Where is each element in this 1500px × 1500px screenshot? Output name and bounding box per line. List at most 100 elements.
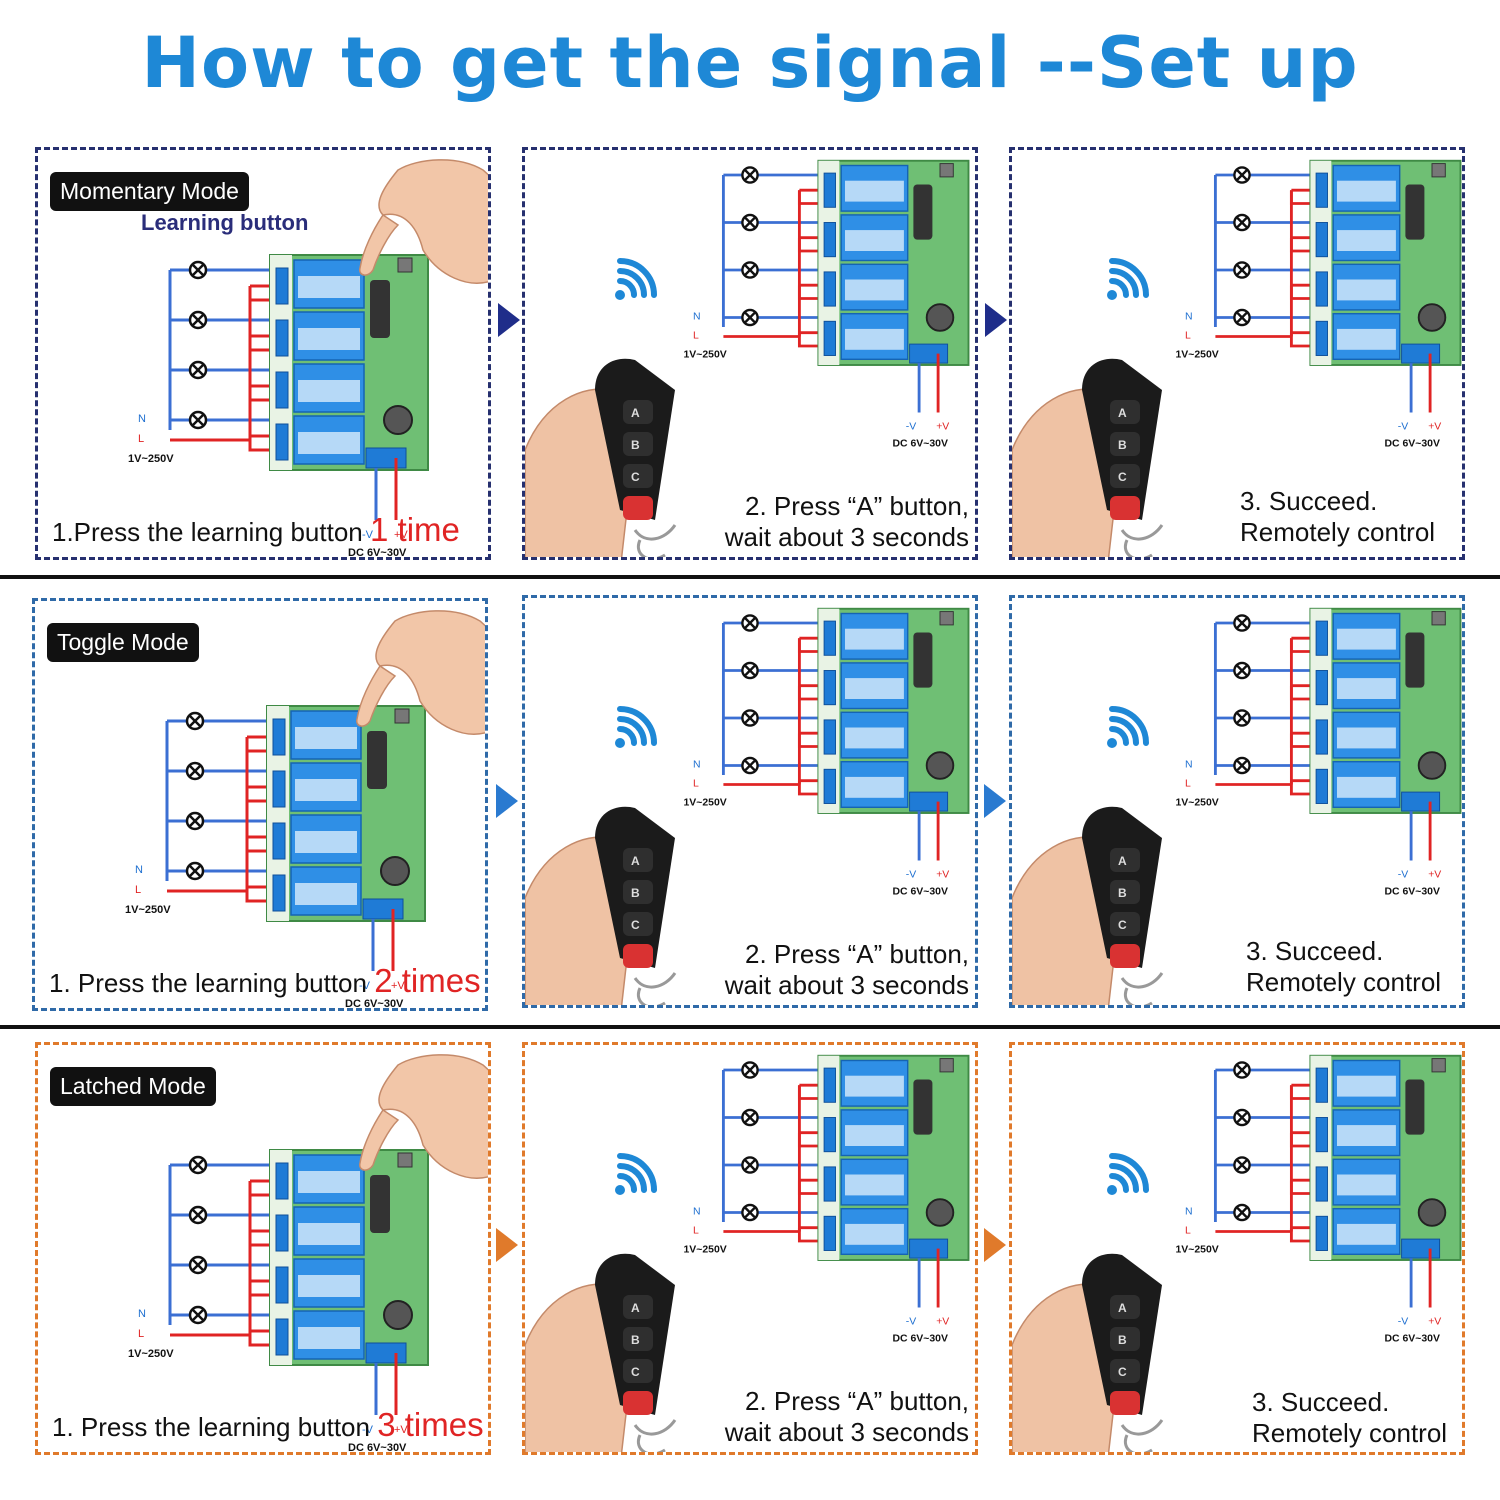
learning-button (939, 1058, 954, 1073)
terminal (1315, 271, 1328, 307)
terminal (275, 267, 289, 305)
terminal (272, 718, 286, 756)
dc-positive-label: +V (936, 422, 949, 433)
lamp-icon (1233, 1108, 1251, 1127)
live-label: L (693, 1225, 699, 1236)
dc-voltage-label: DC 6V~30V (1385, 1334, 1440, 1345)
lamp-icon (741, 1108, 759, 1127)
capacitor (1417, 751, 1447, 780)
ac-voltage-label: 1V~250V (684, 349, 727, 360)
neutral-label: N (138, 413, 146, 425)
antenna-coil (1405, 1079, 1425, 1135)
learning-button (397, 257, 413, 273)
terminal (272, 770, 286, 808)
dc-voltage-label: DC 6V~30V (893, 439, 948, 450)
dc-terminal (362, 898, 404, 920)
remote-button (1110, 400, 1140, 424)
mode-badge: Toggle Mode (47, 623, 199, 662)
remote-button-label: A (631, 854, 640, 868)
terminal (823, 719, 836, 755)
remote-button (623, 848, 653, 872)
capacitor (383, 405, 413, 435)
press-count: 2 times (374, 962, 481, 999)
terminal (272, 822, 286, 860)
ac-voltage-label: 1V~250V (1176, 1244, 1219, 1255)
dc-negative-label: -V (906, 1317, 916, 1328)
ac-voltage-label: 1V~250V (125, 904, 171, 916)
remote-button-label: B (631, 1333, 640, 1347)
neutral-label: N (693, 1206, 701, 1217)
remote-button-label: C (1118, 918, 1127, 932)
learning-button (939, 163, 954, 178)
terminal (823, 1117, 836, 1153)
lamp-icon (1233, 1203, 1251, 1222)
direction-arrow-icon (984, 784, 1006, 818)
remote-button (623, 880, 653, 904)
step2-instruction: 2. Press “A” button,wait about 3 seconds (724, 491, 969, 552)
lamp-icon (185, 861, 205, 881)
terminal (275, 423, 289, 461)
direction-arrow-icon (496, 1228, 518, 1262)
lamp-icon (188, 360, 208, 380)
lamp-icon (188, 1255, 208, 1275)
terminal (1315, 719, 1328, 755)
remote-red-button (1110, 944, 1140, 968)
wifi-signal-icon (615, 705, 658, 748)
keyring (633, 972, 677, 1005)
lamp-icon (741, 1203, 759, 1222)
dc-voltage-label: DC 6V~30V (348, 547, 407, 559)
lamp-icon (188, 260, 208, 280)
remote-button-label: B (1118, 438, 1127, 452)
finger-pointer-icon (359, 159, 488, 284)
lamp-icon (741, 756, 759, 775)
terminal (1315, 320, 1328, 356)
terminal (275, 1266, 289, 1304)
remote-button-label: A (1118, 1301, 1127, 1315)
lamp-icon (741, 661, 759, 680)
antenna-coil (913, 632, 933, 688)
wifi-signal-icon (1107, 257, 1150, 300)
antenna-coil (1405, 632, 1425, 688)
dc-positive-label: +V (394, 529, 408, 541)
terminal (275, 1162, 289, 1200)
dc-terminal (909, 791, 949, 812)
terminal (823, 320, 836, 356)
lamp-icon (188, 410, 208, 430)
lamp-icon (741, 709, 759, 727)
terminal (823, 620, 836, 656)
remote-control-icon: ABC (1012, 1253, 1164, 1452)
remote-red-button (1110, 1391, 1140, 1415)
remote-button (1110, 880, 1140, 904)
terminal (823, 271, 836, 307)
dc-voltage-label: DC 6V~30V (893, 887, 948, 898)
lamp-icon (1233, 261, 1251, 279)
remote-button-label: C (1118, 1365, 1127, 1379)
learning-button (939, 611, 954, 626)
step1-instruction: 1.Press the learning button 1 time (52, 511, 460, 548)
keyring (633, 1419, 677, 1452)
wifi-signal-icon (615, 1152, 658, 1195)
remote-control-icon: ABC (525, 1253, 677, 1452)
wifi-signal-icon (1107, 705, 1150, 748)
dc-terminal (1401, 343, 1441, 364)
live-label: L (135, 884, 141, 896)
terminal (272, 874, 286, 912)
remote-button-label: C (631, 1365, 640, 1379)
lamp-icon (741, 308, 759, 327)
antenna-coil (1405, 184, 1425, 240)
remote-button (1110, 432, 1140, 456)
dc-negative-label: -V (1398, 422, 1408, 433)
neutral-label: N (135, 864, 143, 876)
remote-button-label: A (1118, 406, 1127, 420)
press-count: 1 time (370, 511, 460, 548)
